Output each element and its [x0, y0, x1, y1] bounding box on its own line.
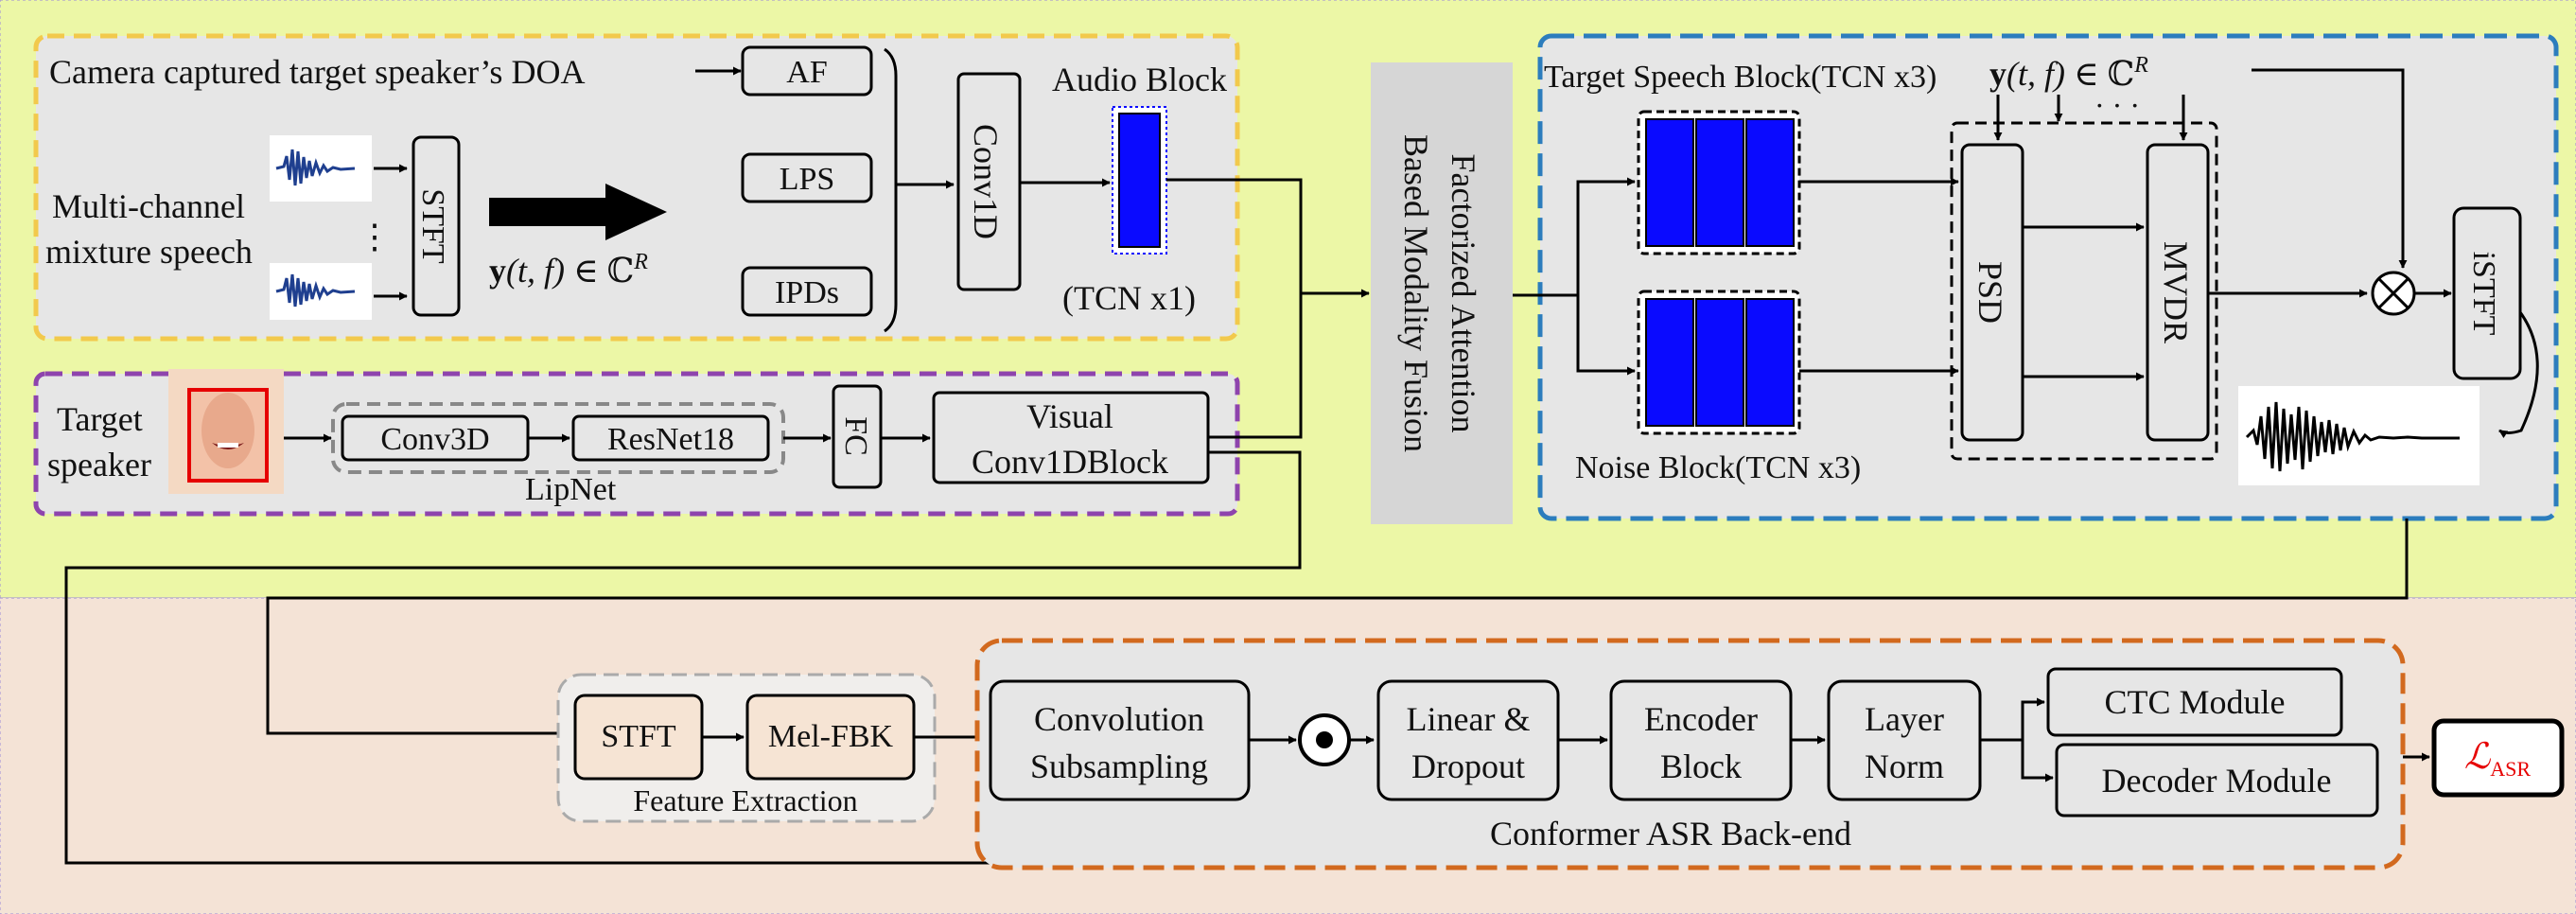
encoder-block-line1: Encoder — [1644, 700, 1758, 738]
ctc-module-box — [2046, 667, 2343, 737]
ipds-label: IPDs — [775, 275, 839, 310]
psd-label: PSD — [1971, 261, 2009, 324]
waveform-icon — [2238, 386, 2480, 485]
noise-tcn-block — [1695, 298, 1744, 427]
psd-box — [1960, 143, 2024, 442]
camera-text: Camera captured target speaker’s DOA — [49, 53, 585, 91]
ellipsis-vertical: ⋮ — [358, 218, 392, 255]
conv1d-label: Conv1D — [967, 124, 1005, 239]
ipds-box — [741, 266, 873, 317]
asr-loss-box — [2431, 718, 2565, 798]
asr-loss-label: ℒASR — [2464, 737, 2531, 781]
decoder-module-box — [2055, 743, 2379, 817]
y-formula-right: y(t, f) ∈ ℂR — [1989, 53, 2148, 93]
noise-block-label: Noise Block(TCN x3) — [1575, 450, 1861, 485]
mixture-label-line1: Multi-channel — [52, 187, 245, 225]
visual-label-line2: Conv1DBlock — [972, 443, 1168, 481]
melfbk-label: Mel-FBK — [768, 719, 894, 754]
waveform-icon — [270, 263, 372, 320]
ctc-module-label: CTC Module — [2104, 683, 2285, 721]
decoder-module-label: Decoder Module — [2102, 762, 2332, 800]
lps-box — [741, 152, 873, 203]
conformer-backend-label: Conformer ASR Back-end — [1490, 815, 1851, 852]
conv-subsampling-line1: Convolution — [1034, 700, 1204, 738]
conv3d-label: Conv3D — [380, 422, 489, 457]
visual-label-line1: Visual — [1026, 397, 1113, 435]
beamformer-group — [1950, 121, 2218, 461]
fusion-label-line1: Factorized Attention — [1445, 154, 1482, 433]
y-formula-left: y(t, f) ∈ ℂR — [489, 250, 648, 290]
target-speaker-line2: speaker — [47, 446, 151, 483]
stft-label-top: STFT — [415, 188, 450, 264]
circled-dot-icon — [1298, 713, 1351, 766]
waveform-icon — [270, 135, 372, 202]
noise-tcn-block — [1645, 298, 1694, 427]
mixture-label-line2: mixture speech — [45, 233, 253, 271]
target-tcn-block — [1695, 118, 1744, 247]
resnet18-label: ResNet18 — [607, 422, 734, 457]
feature-extraction-label: Feature Extraction — [633, 783, 857, 817]
af-box — [741, 45, 873, 97]
asr-loss-sub: ASR — [2490, 757, 2531, 781]
layer-norm-line2: Norm — [1865, 747, 1944, 785]
linear-dropout-line1: Linear & — [1407, 700, 1531, 738]
stft-box-top — [412, 135, 461, 317]
istft-box — [2452, 206, 2522, 380]
concat-bracket — [884, 47, 898, 333]
asr-loss-main: ℒ — [2464, 737, 2492, 777]
lipnet-label: LipNet — [525, 472, 617, 507]
lps-label: LPS — [780, 162, 835, 197]
layer-norm-line1: Layer — [1865, 700, 1944, 738]
fusion-label-line2: Based Modality Fusion — [1397, 134, 1435, 452]
encoder-block-line2: Block — [1660, 747, 1742, 785]
audio-tcn-block — [1118, 113, 1161, 248]
tcn-x1-label: (TCN x1) — [1062, 279, 1196, 317]
fusion-box — [1371, 62, 1513, 524]
resnet18-box — [571, 414, 770, 462]
big-arrow — [489, 184, 667, 240]
noise-tcn-block — [1745, 298, 1795, 427]
conv-subsampling-line2: Subsampling — [1030, 747, 1208, 785]
circled-times-icon — [2371, 271, 2416, 316]
audio-block-label: Audio Block — [1052, 61, 1227, 98]
fc-label: FC — [838, 416, 873, 456]
target-speech-block-label: Target Speech Block(TCN x3) — [1544, 60, 1936, 95]
mvdr-label: MVDR — [2157, 241, 2195, 343]
target-speaker-line1: Target — [57, 400, 143, 438]
stft-label-bottom: STFT — [601, 719, 676, 754]
face-photo-icon — [168, 369, 284, 494]
af-label: AF — [786, 55, 827, 90]
target-tcn-block — [1645, 118, 1694, 247]
ellipsis-horizontal: · · · — [2094, 88, 2140, 122]
target-tcn-block — [1745, 118, 1795, 247]
istft-label: iSTFT — [2466, 252, 2501, 336]
linear-dropout-line2: Dropout — [1411, 747, 1525, 785]
